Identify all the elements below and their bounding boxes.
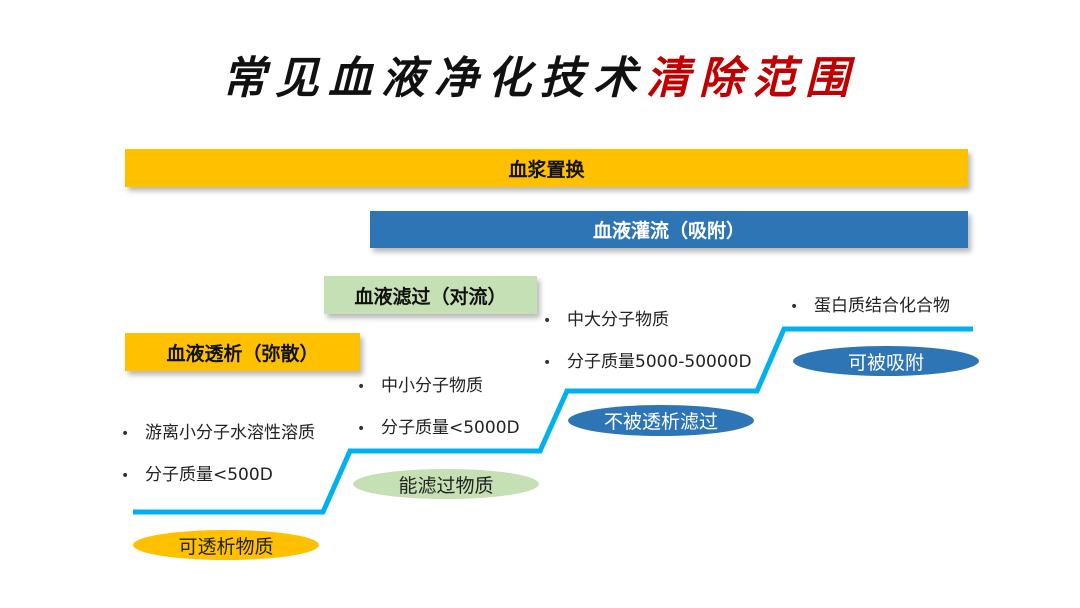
hemoperfusion-bar: 血液灌流（吸附） (370, 211, 968, 248)
adsorbable-label: 可被吸附 (793, 346, 979, 376)
bullet-dot: • (790, 299, 799, 315)
non-filterable-label: 不被透析滤过 (568, 405, 754, 436)
hemofiltration-bar: 血液滤过（对流） (324, 276, 537, 314)
tier-small-item-2: •分子质量<500D (121, 465, 273, 485)
step-line-path (133, 326, 973, 515)
bullet-dot: • (543, 313, 552, 329)
bullet-dot: • (357, 421, 366, 437)
bullet-dot: • (121, 426, 130, 442)
tier-medium-item-1: •中小分子物质 (357, 376, 483, 396)
tier-small-item-1: •游离小分子水溶性溶质 (121, 423, 315, 443)
bullet-dot: • (121, 468, 130, 484)
title-main: 常见血液净化技术 (222, 53, 646, 104)
bullet-dot: • (357, 379, 366, 395)
tier-large-item-2: •分子质量5000-50000D (543, 352, 752, 372)
plasma-exchange-bar: 血浆置换 (125, 149, 968, 187)
tier-protein-item-1: •蛋白质结合化合物 (790, 296, 950, 316)
title-accent: 清除范围 (646, 53, 858, 104)
bullet-dot: • (543, 355, 552, 371)
dialyzable-label: 可透析物质 (133, 530, 319, 560)
page-title: 常见血液净化技术清除范围 (0, 42, 1080, 106)
tier-medium-item-2: •分子质量<5000D (357, 418, 520, 438)
hemodialysis-bar: 血液透析（弥散） (125, 333, 360, 371)
tier-large-item-1: •中大分子物质 (543, 310, 669, 330)
filterable-label: 能滤过物质 (353, 469, 539, 499)
